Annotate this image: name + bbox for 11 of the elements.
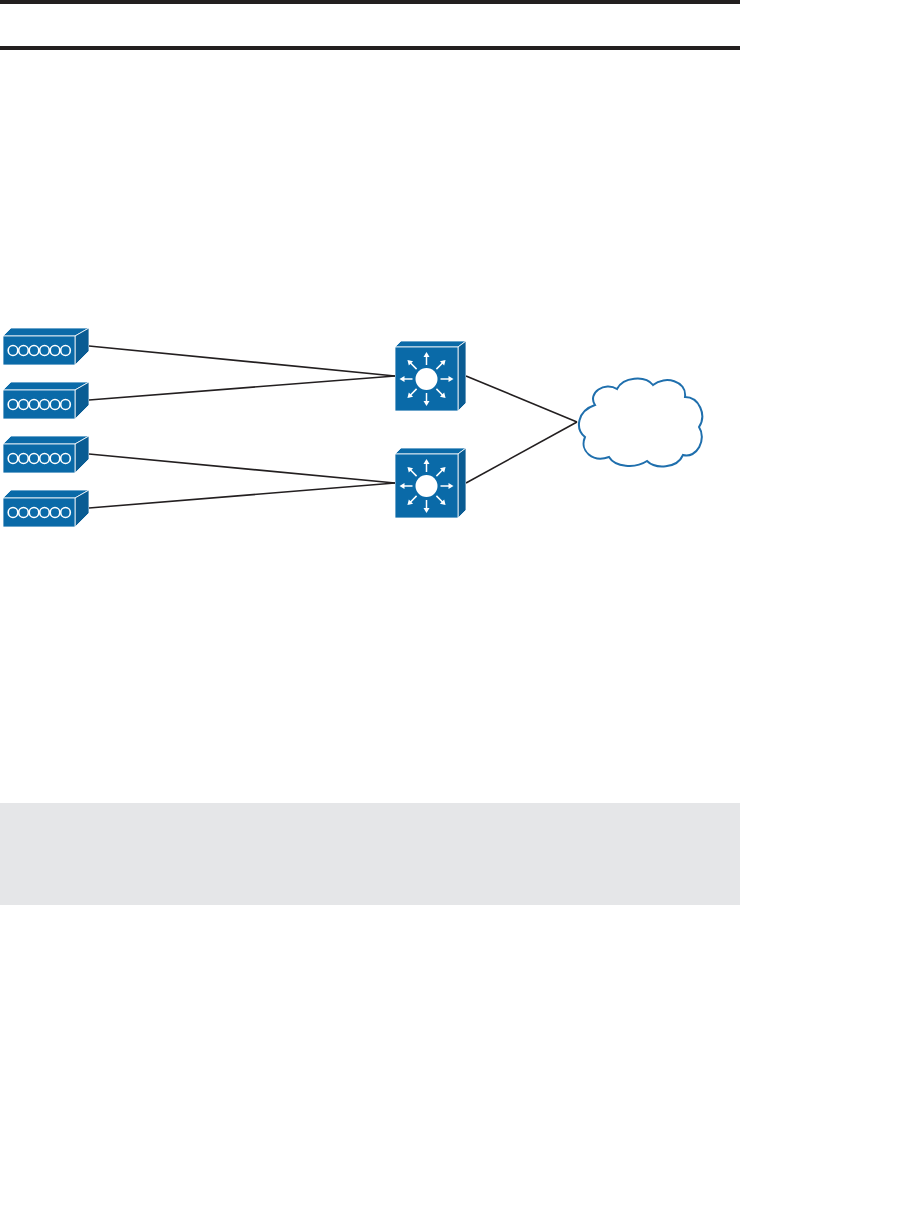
connection-line: [88, 375, 396, 401]
multilayer-switch: [395, 448, 466, 518]
access-point-device: [3, 436, 89, 473]
connection-line: [88, 482, 396, 509]
access-point-device: [3, 382, 89, 419]
access-point-device: [3, 328, 89, 365]
access-point-device: [3, 490, 89, 527]
connection-line: [465, 421, 578, 484]
network-cloud: [575, 375, 706, 469]
connection-line: [465, 375, 578, 423]
multilayer-switch: [395, 341, 466, 411]
